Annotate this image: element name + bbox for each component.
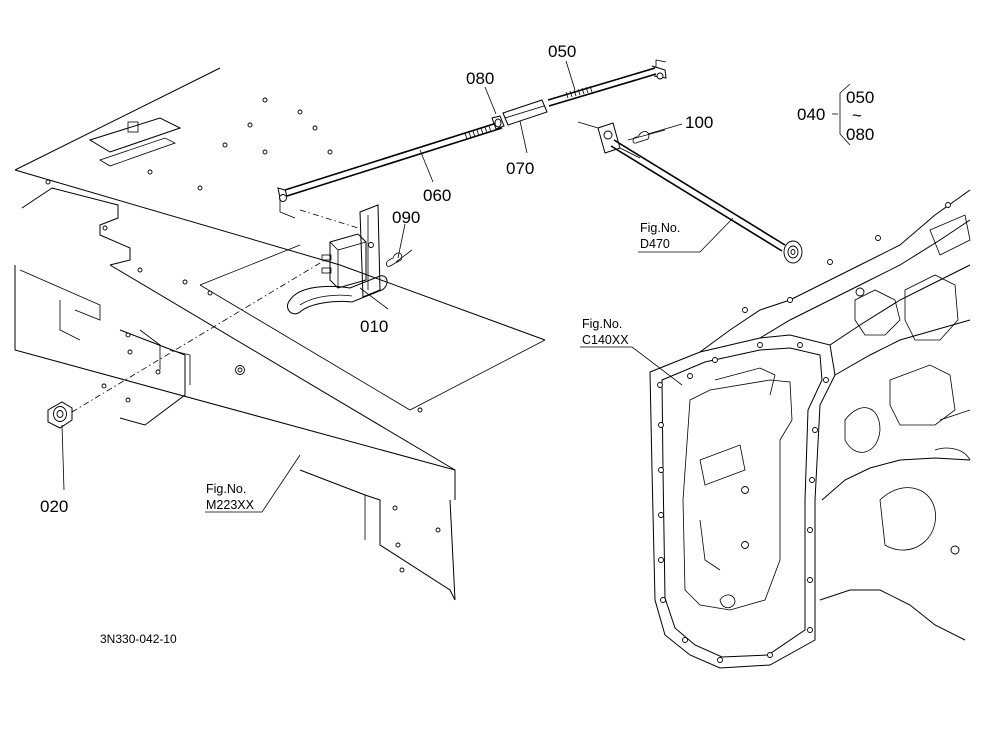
ref-d470-code: D470 (640, 237, 670, 251)
label-range-bottom: 080 (846, 125, 874, 144)
label-range-top: 050 (846, 88, 874, 107)
label-100: 100 (685, 113, 713, 132)
label-range-tilde: ~ (852, 106, 862, 125)
label-040: 040 (797, 105, 825, 124)
label-080: 080 (466, 69, 494, 88)
lever-bracket (286, 204, 413, 315)
centre-lines (71, 209, 359, 413)
label-020: 020 (40, 497, 68, 516)
label-050: 050 (548, 42, 576, 61)
rod-assembly (277, 59, 667, 219)
ref-c140-label: Fig.No. (582, 317, 622, 331)
cross-shaft (577, 121, 803, 264)
label-090: 090 (392, 208, 420, 227)
figure-references: Fig.No. D470 Fig.No. C140XX Fig.No. M223… (206, 221, 680, 512)
label-070: 070 (506, 159, 534, 178)
ref-d470-label: Fig.No. (640, 221, 680, 235)
leader-lines (61, 60, 851, 513)
ref-m223-code: M223XX (206, 498, 255, 512)
rod-thread-left (464, 125, 492, 140)
case-bolt-holes (657, 202, 960, 663)
part-number-labels: 050 080 070 060 090 010 020 100 040 050 … (40, 42, 874, 516)
drawing-code: 3N330-042-10 (100, 632, 177, 646)
ref-m223-label: Fig.No. (206, 482, 246, 496)
transmission-case (649, 189, 971, 669)
ref-c140-code: C140XX (582, 333, 629, 347)
label-060: 060 (423, 186, 451, 205)
floor-platform (14, 67, 546, 601)
flange-nut (47, 401, 73, 429)
platform-holes (45, 97, 441, 573)
label-010: 010 (360, 317, 388, 336)
